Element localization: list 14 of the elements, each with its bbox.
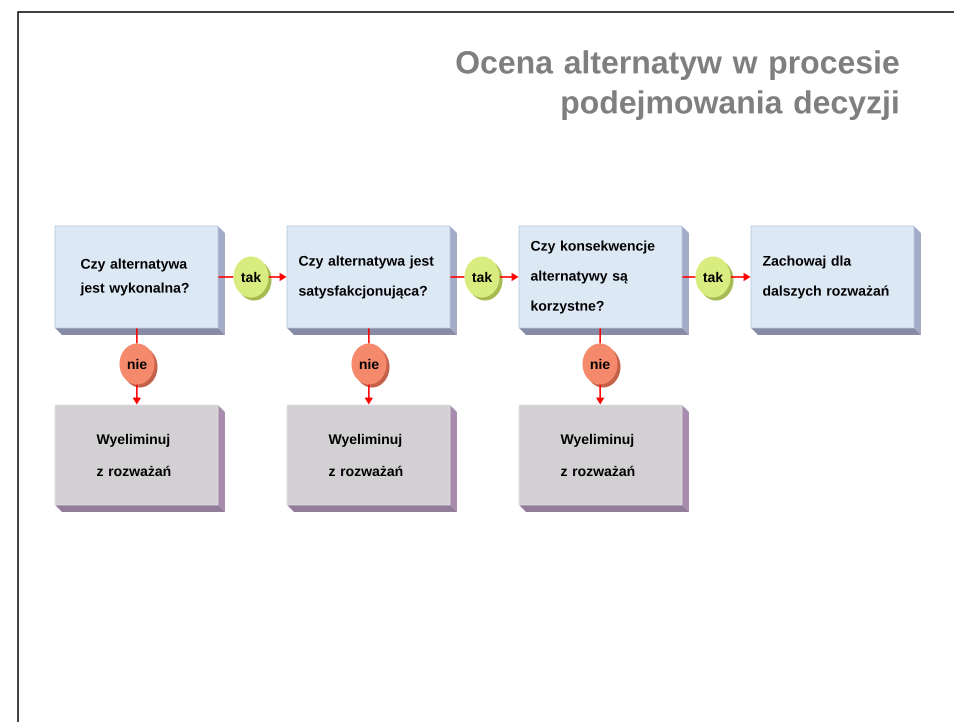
decision-box: Czy konsekwencje alternatywy są korzystne?	[518, 226, 689, 335]
decision-box: Zachowaj dla dalszych rozważań	[750, 226, 921, 335]
result-box: Wyeliminuj z rozważań	[286, 404, 457, 512]
result-box: Wyeliminuj z rozważań	[518, 404, 689, 512]
connector-line	[450, 276, 464, 278]
result-box: Wyeliminuj z rozważań	[54, 404, 225, 512]
connector-line	[136, 328, 138, 344]
decision-box: Czy alternatywa jest wykonalna?	[54, 226, 225, 335]
connector-line	[368, 328, 370, 344]
connector-line	[218, 276, 234, 278]
decision-box: Czy alternatywa jest satysfakcjonująca?	[286, 226, 457, 335]
connector-line	[682, 276, 696, 278]
connector-line	[599, 328, 601, 344]
title: Ocena alternatyw w procesie podejmowania decyzji	[456, 50, 899, 120]
